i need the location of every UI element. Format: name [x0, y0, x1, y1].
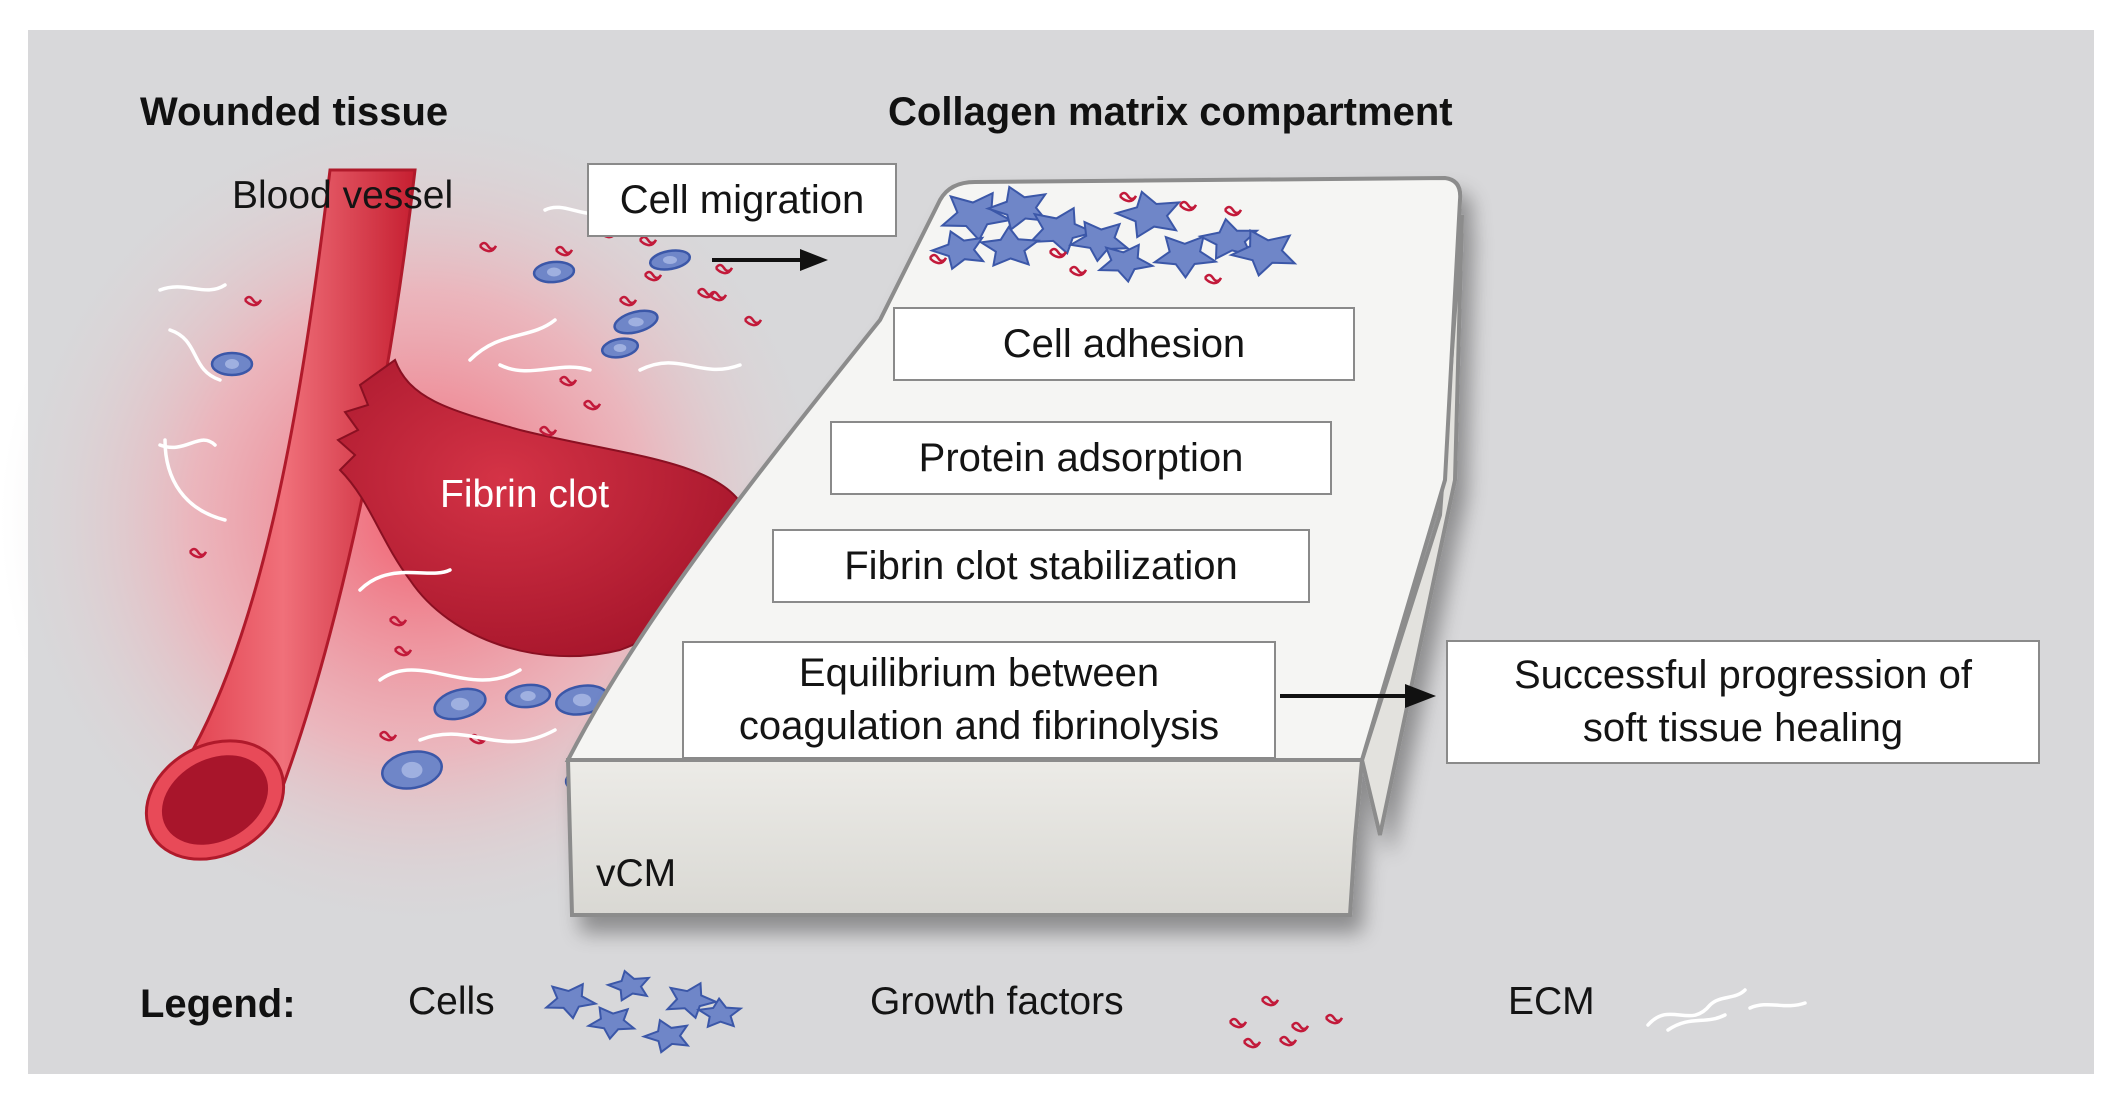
- cell-icon: [640, 1018, 691, 1054]
- arrow-icon: [1280, 684, 1436, 708]
- matrix-cells: [928, 185, 1298, 284]
- growth-factor-icon: [928, 253, 948, 265]
- growth-factor-icon: [554, 245, 574, 257]
- vcm-label: vCM: [596, 852, 677, 895]
- cell-icon: [978, 225, 1041, 268]
- growth-factor-icon: [188, 547, 208, 559]
- protein-adsorption-box: Protein adsorption: [830, 421, 1332, 495]
- growth-factor-icon: [478, 241, 498, 253]
- growth-factor-icon: [638, 235, 658, 247]
- legend-cells-label: Cells: [408, 980, 495, 1023]
- cell-nucleus: [450, 697, 470, 711]
- cell-nucleus: [225, 359, 239, 369]
- ecm-fiber-icon: [1646, 988, 1807, 1032]
- cell-icon: [1113, 190, 1182, 239]
- growth-factor-icon: [643, 270, 663, 282]
- growth-factor-icon: [708, 290, 728, 302]
- cell-nucleus: [547, 267, 561, 277]
- growth-factor-icon: [388, 615, 408, 627]
- growth-factor-icon: [618, 295, 638, 307]
- matrix-growth-factors: [928, 191, 1243, 285]
- legend-title: Legend:: [140, 982, 296, 1026]
- healing-outcome-box: Successful progression of soft tissue he…: [1446, 640, 2040, 764]
- equilibrium-box: Equilibrium between coagulation and fibr…: [682, 641, 1276, 759]
- cell-nucleus: [663, 255, 677, 265]
- cell-icon: [1028, 206, 1097, 256]
- cell-icon: [585, 1005, 637, 1041]
- fibrin-clot-label: Fibrin clot: [440, 473, 610, 516]
- growth-factor-icon: [1260, 995, 1280, 1007]
- cell-nucleus: [520, 691, 536, 701]
- cell-nucleus: [572, 693, 592, 707]
- growth-factor-icon: [1278, 1035, 1298, 1047]
- growth-factor-icon: [743, 315, 763, 327]
- collagen-matrix-heading: Collagen matrix compartment: [888, 90, 1453, 134]
- cell-icon: [1067, 220, 1131, 263]
- growth-factor-icon: [378, 730, 398, 742]
- growth-factor-icon: [1118, 191, 1138, 203]
- legend-ecm-label: ECM: [1508, 980, 1595, 1023]
- growth-factor-icon: [1068, 265, 1088, 277]
- cell-icon: [984, 185, 1049, 232]
- cell-icon: [543, 982, 599, 1020]
- growth-factor-icon: [243, 295, 263, 307]
- cell-nucleus: [401, 761, 423, 779]
- growth-factor-icon: [558, 375, 578, 387]
- cell-nucleus: [613, 343, 627, 353]
- fibrin-stabilization-box: Fibrin clot stabilization: [772, 529, 1310, 603]
- cell-icon: [695, 996, 744, 1029]
- growth-factor-icon: [1228, 1017, 1248, 1029]
- blood-vessel-label: Blood vessel: [232, 174, 454, 217]
- cell-migration-box: Cell migration: [587, 163, 897, 237]
- tissue-growth-factors: [188, 227, 763, 745]
- cell-icon: [543, 969, 744, 1054]
- growth-factor-icon: [393, 645, 413, 657]
- blood-vessel-illustration: [144, 168, 417, 861]
- legend-growth-factors-label: Growth factors: [870, 980, 1124, 1023]
- growth-factor-icon: [1178, 200, 1198, 212]
- wounded-tissue-heading: Wounded tissue: [140, 90, 449, 134]
- arrow-icon: [712, 249, 828, 271]
- cell-adhesion-box: Cell adhesion: [893, 307, 1355, 381]
- growth-factor-icon: [1242, 1037, 1262, 1049]
- growth-factor-icon: [1290, 1021, 1310, 1033]
- tissue-ecm-fibers: [158, 205, 742, 744]
- cell-icon: [939, 191, 1014, 242]
- growth-factor-icon: [1324, 1013, 1344, 1025]
- cell-icon: [1151, 235, 1219, 280]
- growth-factor-icon: [538, 425, 558, 437]
- cell-icon: [928, 229, 986, 271]
- cell-icon: [1096, 243, 1156, 284]
- cell-icon: [665, 981, 719, 1020]
- growth-factor-icon: [1048, 247, 1068, 259]
- growth-factor-icon: [1203, 273, 1223, 285]
- growth-factor-icon: [714, 263, 734, 275]
- cell-icon: [605, 969, 652, 1003]
- growth-factor-icon: [1228, 995, 1344, 1049]
- growth-factor-icon: [582, 399, 602, 411]
- growth-factor-icon: [1223, 205, 1243, 217]
- cell-icon: [1228, 228, 1298, 278]
- cell-nucleus: [628, 317, 644, 327]
